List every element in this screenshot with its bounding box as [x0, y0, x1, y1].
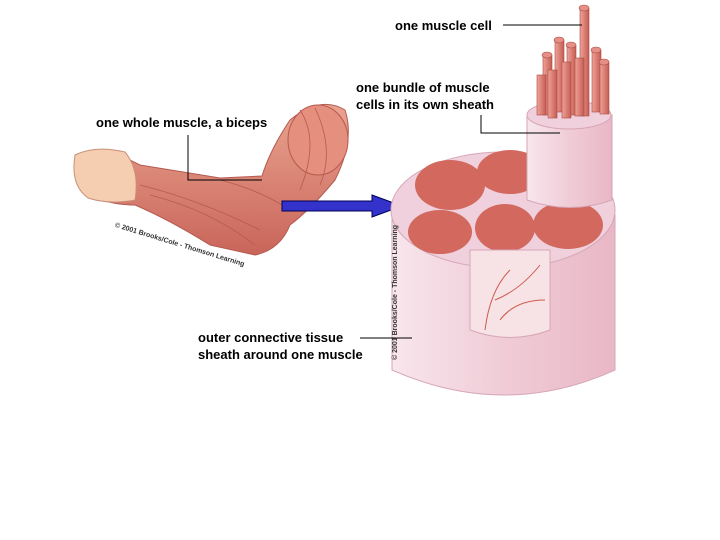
label-outer-sheath-line1: outer connective tissue [198, 330, 344, 345]
label-bundle-line1: one bundle of muscle [356, 80, 490, 95]
leader-lines [187, 24, 582, 339]
label-outer-sheath-line2: sheath around one muscle [198, 347, 363, 362]
label-bundle-line2: cells in its own sheath [356, 97, 494, 112]
label-muscle-cell: one muscle cell [395, 18, 492, 33]
label-whole-muscle: one whole muscle, a biceps [96, 115, 268, 130]
copyright-cylinder: © 2001 Brooks/Cole - Thomson Learning [392, 224, 399, 360]
arrow-icon [281, 194, 404, 218]
muscle-bundle [526, 4, 613, 208]
